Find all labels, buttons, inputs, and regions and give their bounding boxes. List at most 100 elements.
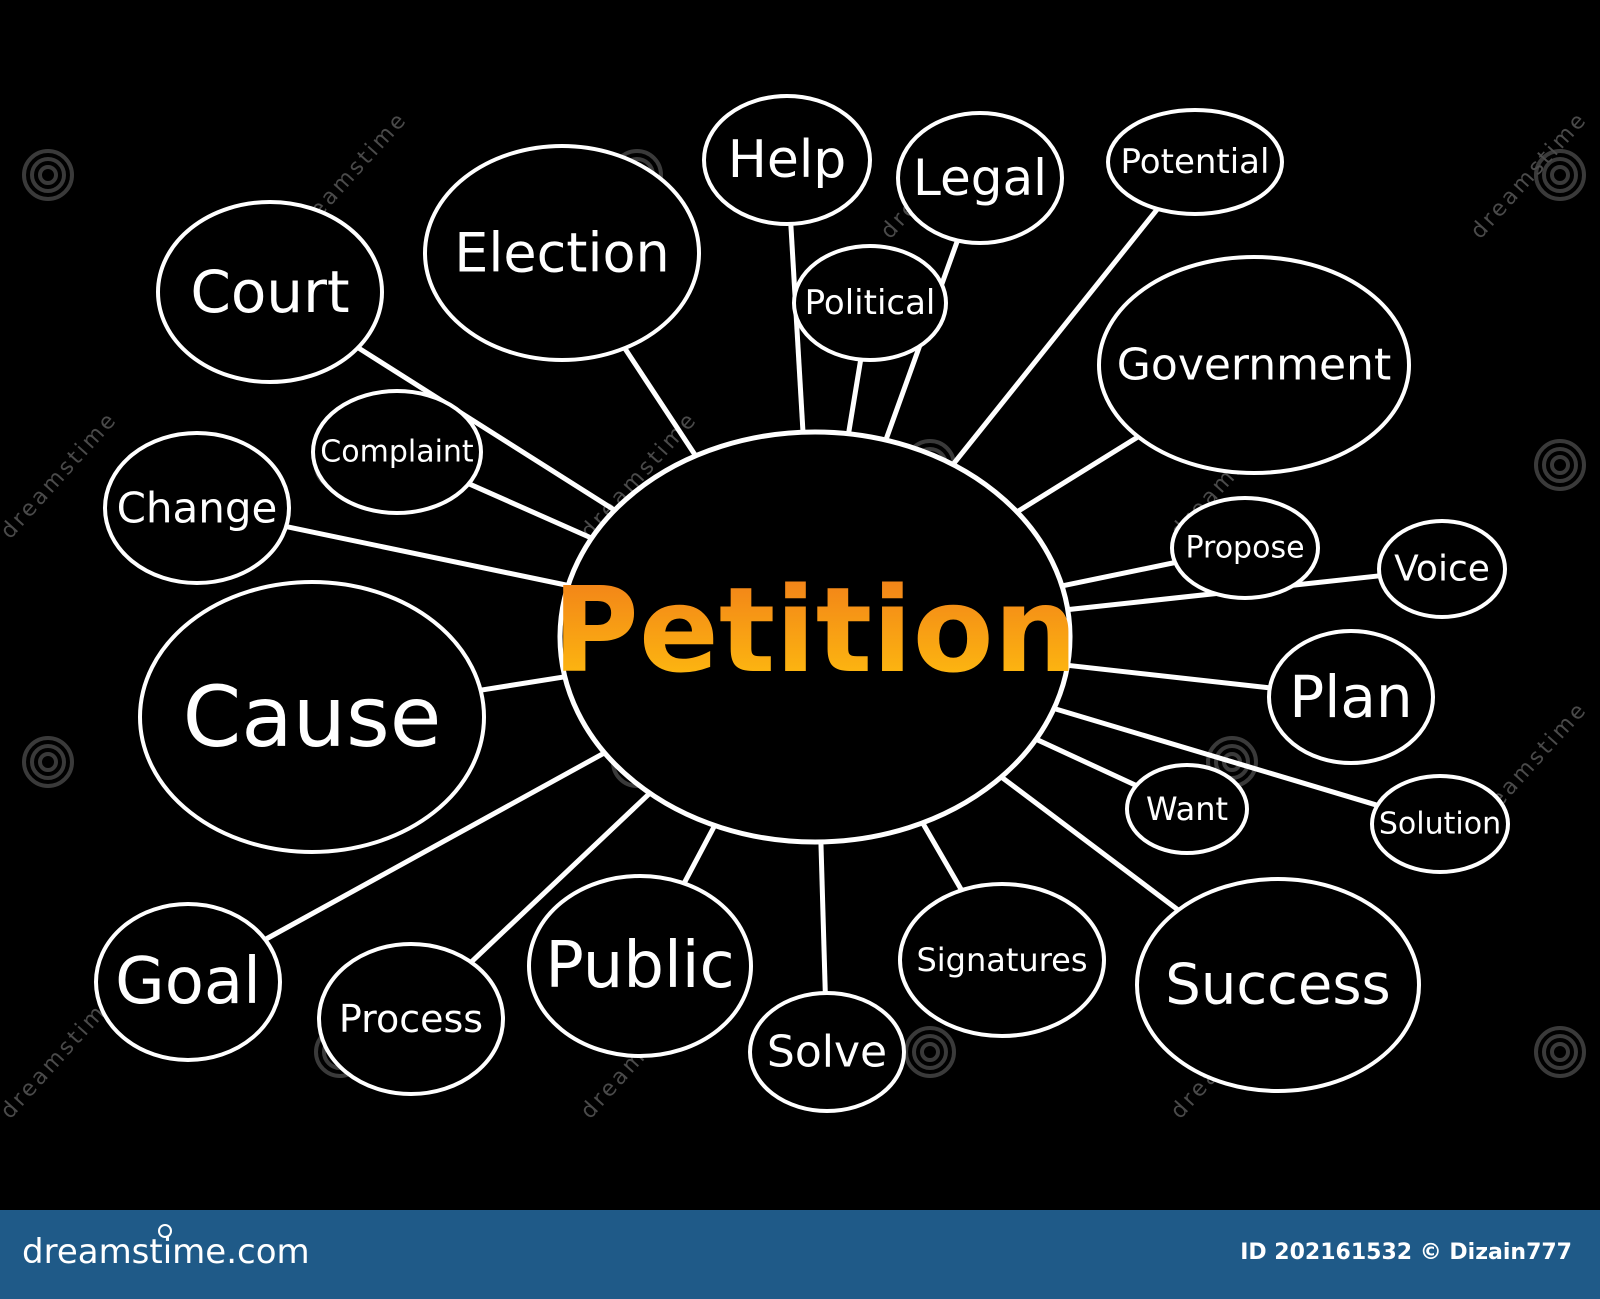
watermark-spiral-icon (904, 1026, 956, 1078)
node-voice: Voice (1377, 519, 1507, 619)
connector-change (285, 524, 569, 588)
node-ellipse (896, 111, 1064, 245)
node-ellipse (1135, 877, 1421, 1093)
watermark-text: dreamstime (1466, 107, 1593, 244)
connector-solution (1053, 706, 1379, 808)
brand-wordmark: dreamstime.com (22, 1232, 310, 1272)
node-public: Public (527, 874, 753, 1058)
node-ellipse (702, 94, 872, 226)
node-propose: Propose (1170, 496, 1320, 600)
node-ellipse (94, 902, 282, 1062)
node-label: Legal (913, 149, 1047, 207)
watermark-spiral-icon (1534, 149, 1586, 201)
node-label: Election (454, 222, 669, 285)
node-label: Change (117, 484, 278, 533)
image-id: ID 202161532 (1240, 1240, 1413, 1265)
node-signatures: Signatures (898, 882, 1106, 1038)
connector-potential (950, 207, 1160, 467)
connector-election (622, 346, 698, 458)
node-ellipse (138, 580, 486, 854)
node-court: Court (156, 200, 384, 384)
node-success: Success (1135, 877, 1421, 1093)
node-legal: Legal (896, 111, 1064, 245)
connector-political (846, 359, 864, 435)
spiral-logo-icon (158, 1224, 172, 1238)
watermark-spiral-icon (1534, 439, 1586, 491)
node-ellipse (792, 244, 948, 362)
node-potential: Potential (1106, 108, 1284, 216)
node-election: Election (423, 144, 701, 362)
node-ellipse (317, 942, 505, 1096)
connector-process (469, 791, 652, 965)
node-label: Solution (1379, 807, 1501, 842)
watermark-spiral-icon (22, 149, 74, 201)
node-label: Public (545, 929, 734, 1003)
node-label: Political (805, 283, 936, 323)
node-label: Process (339, 997, 483, 1041)
watermark-text: dreamstime (0, 407, 123, 544)
node-ellipse (156, 200, 384, 384)
connector-propose (1061, 560, 1176, 589)
central-topic-ellipse (557, 429, 1073, 845)
node-change: Change (103, 431, 291, 585)
connector-cause (480, 674, 566, 693)
node-solve: Solve (748, 991, 906, 1113)
node-ellipse (748, 991, 906, 1113)
footer-bar: dreamstime.com ID 202161532 © Dizain777 (0, 1210, 1600, 1299)
node-complaint: Complaint (311, 389, 483, 515)
node-label: Solve (767, 1027, 887, 1078)
node-ellipse (103, 431, 291, 585)
connector-want (1034, 736, 1138, 788)
connector-government (1015, 434, 1140, 515)
node-label: Propose (1185, 531, 1304, 566)
node-process: Process (317, 942, 505, 1096)
node-cause: Cause (138, 580, 486, 854)
node-label: Signatures (916, 941, 1087, 979)
node-want: Want (1125, 763, 1249, 855)
connector-court (356, 345, 617, 513)
connector-public (681, 824, 717, 885)
node-ellipse (423, 144, 701, 362)
watermark-spiral-icon (22, 736, 74, 788)
node-ellipse (1106, 108, 1284, 216)
node-label: Help (728, 130, 847, 190)
connector-goal (263, 750, 606, 942)
node-label: Court (190, 258, 349, 326)
node-label: Government (1117, 340, 1391, 391)
node-ellipse (1377, 519, 1507, 619)
node-ellipse (311, 389, 483, 515)
connector-plan (1067, 662, 1271, 691)
watermark-spiral-icon (1534, 1026, 1586, 1078)
node-label: Complaint (320, 435, 474, 470)
connector-success (999, 775, 1180, 913)
central-topic: Petition (552, 429, 1078, 845)
node-label: Potential (1121, 142, 1270, 182)
connector-lines (263, 207, 1380, 994)
node-ellipse (898, 882, 1106, 1038)
copyright-text: © Dizain777 (1419, 1240, 1572, 1265)
node-ellipse (1170, 496, 1320, 600)
node-ellipse (1370, 774, 1510, 874)
connector-signatures (920, 821, 964, 892)
node-help: Help (702, 94, 872, 226)
node-government: Government (1097, 255, 1411, 475)
node-political: Political (792, 244, 948, 362)
central-topic-label: Petition (552, 561, 1077, 699)
node-ellipse (1097, 255, 1411, 475)
node-ellipse (1125, 763, 1249, 855)
image-credit: ID 202161532 © Dizain777 (1240, 1240, 1572, 1265)
node-solution: Solution (1370, 774, 1510, 874)
node-plan: Plan (1267, 629, 1435, 765)
node-label: Voice (1394, 549, 1490, 590)
node-label: Cause (183, 668, 442, 766)
connector-complaint (467, 481, 593, 541)
node-ellipse (1267, 629, 1435, 765)
node-label: Want (1146, 790, 1228, 828)
connector-help (788, 223, 806, 433)
node-goal: Goal (94, 902, 282, 1062)
node-label: Success (1165, 953, 1390, 1018)
node-label: Goal (115, 945, 261, 1019)
